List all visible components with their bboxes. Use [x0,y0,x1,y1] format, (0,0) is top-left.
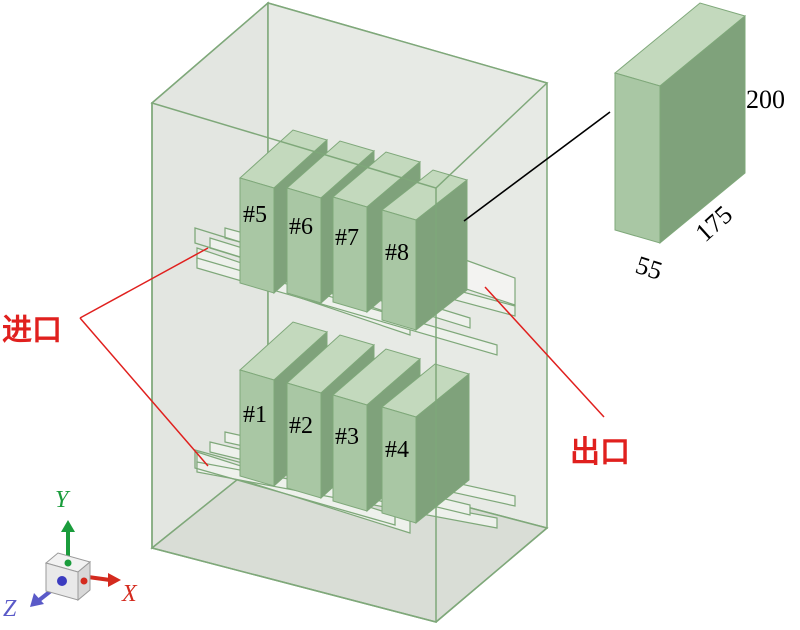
lower-modules [239,321,471,525]
outlet-label: 出口 [570,435,630,470]
module-label-2: #2 [289,413,313,439]
module-label-1: #1 [243,402,267,428]
dimension-width: 55 [632,250,666,286]
axis-triad: Y X Z [3,487,138,622]
module-labels: #5 #6 #7 #8 #1 #2 #3 #4 [243,202,409,463]
inlet-label: 进口 [2,313,62,348]
axis-label-y: Y [55,487,71,513]
axis-label-x: X [121,581,138,607]
module-label-7: #7 [335,225,359,251]
module-label-4: #4 [385,437,409,463]
module-label-5: #5 [243,202,267,228]
axis-label-z: Z [3,596,17,622]
module-4 [380,363,471,525]
detail-leader-line [463,111,611,222]
module-label-6: #6 [289,214,313,240]
dimension-height: 200 [746,85,785,114]
inlet-annotation: 进口 [2,247,209,467]
upper-modules [239,129,469,332]
enclosure-front-edges [151,82,548,623]
module-label-3: #3 [335,424,359,450]
module-label-8: #8 [385,240,409,266]
outlet-annotation: 出口 [484,286,630,470]
module-8 [380,169,469,332]
